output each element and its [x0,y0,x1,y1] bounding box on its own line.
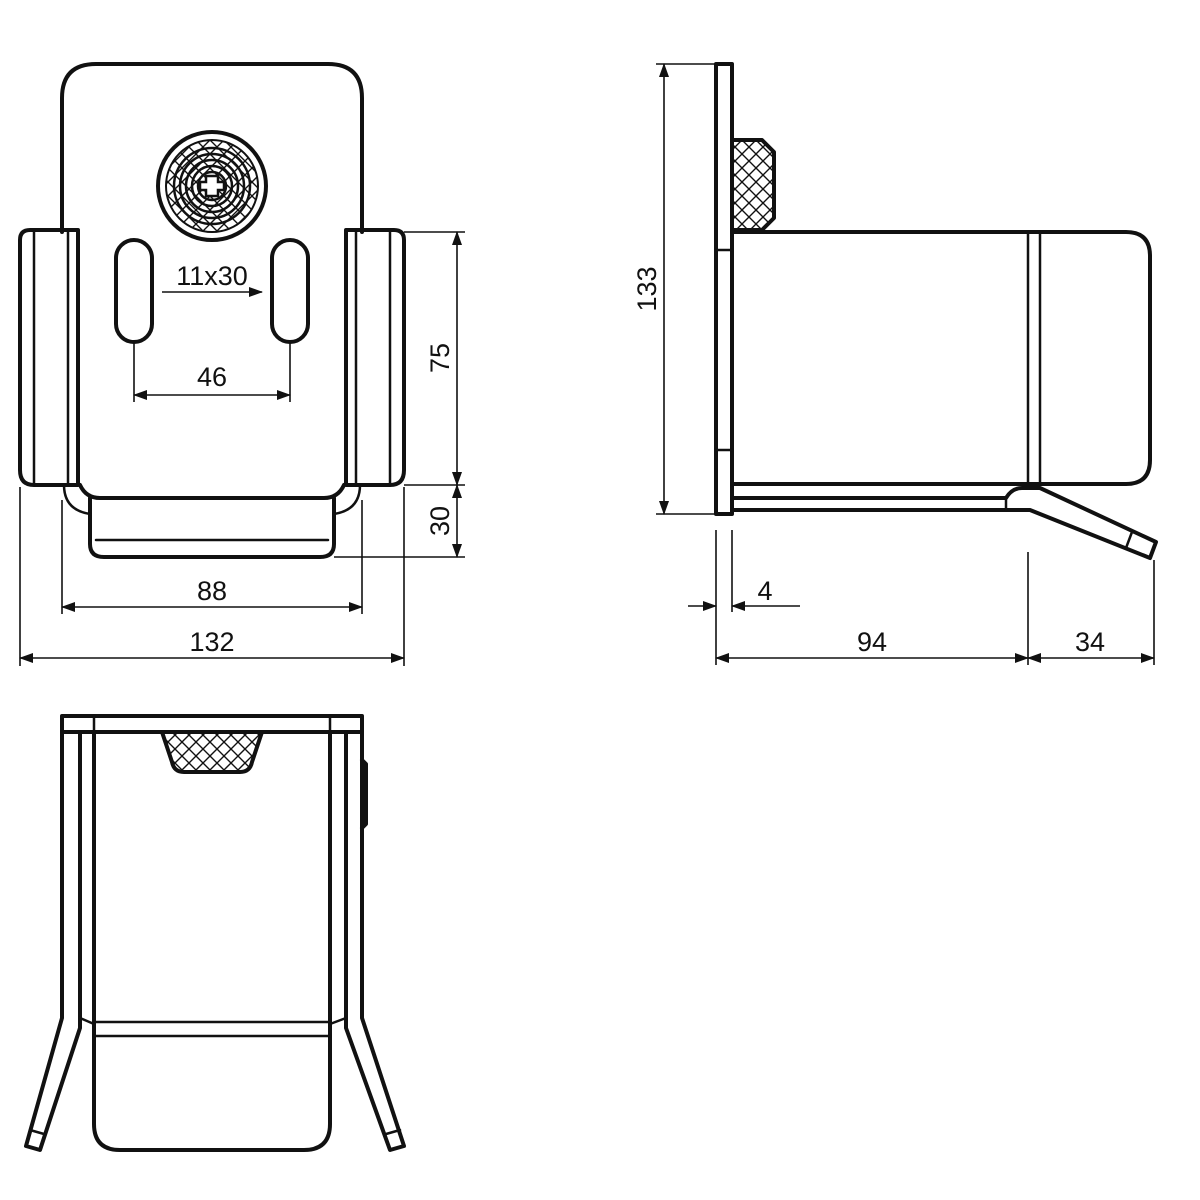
side-view: 133 4 94 34 [632,62,1158,665]
dim-overall-width-label: 132 [189,627,234,657]
back-plate-outline [60,62,364,234]
side-tab-tip [1124,530,1134,550]
left-side-arm [18,228,80,487]
side-back-plate [714,62,734,516]
dim-total-height-label: 133 [632,266,662,311]
dim-base-height-label: 30 [425,506,455,536]
adjustment-knob [156,130,268,242]
top-left-arm [24,730,82,1152]
dim-inner-width: 88 [61,500,363,614]
dim-tab-depth: 34 [1027,560,1155,665]
dim-plate-thickness-label: 4 [757,576,772,606]
bottom-tray [78,483,346,500]
dim-side-height-label: 75 [425,343,455,373]
dim-depth-label: 94 [857,627,887,657]
top-right-arm-joint [328,1016,348,1026]
dim-side-height: 75 [404,231,465,486]
top-left-arm-joint [78,1016,96,1026]
screw-head-icon [198,174,226,198]
top-knob-pad [160,730,264,774]
dim-tab-depth-label: 34 [1075,627,1105,657]
dim-slot-spacing: 46 [133,342,291,402]
dim-inner-width-label: 88 [197,576,227,606]
top-left-arm-tip [28,1128,46,1136]
right-side-arm [344,228,406,487]
mounting-slot-left [114,238,154,344]
tray-side-curve-left [62,483,92,516]
side-knob-pad [730,138,776,232]
dim-slot-size: 11x30 [162,261,263,297]
top-body [92,730,332,1152]
top-right-arm [344,730,406,1152]
bottom-tray-lip [88,496,336,559]
dim-base-height: 30 [334,484,465,558]
mounting-slot-right [270,238,310,344]
front-view: 11x30 46 75 30 88 [18,62,465,666]
top-view [24,714,406,1152]
top-back-plate [60,714,364,734]
dim-slot-size-label: 11x30 [176,261,248,291]
side-base [730,486,1158,560]
dim-slot-spacing-label: 46 [197,362,227,392]
side-body [730,230,1152,486]
dim-overall-width: 132 [19,487,405,666]
dim-total-height: 133 [632,63,716,515]
dim-plate-thickness: 4 [688,530,800,665]
tray-side-curve-right [332,483,362,516]
dim-depth: 94 [715,552,1029,665]
top-right-arm-tip [384,1128,402,1136]
